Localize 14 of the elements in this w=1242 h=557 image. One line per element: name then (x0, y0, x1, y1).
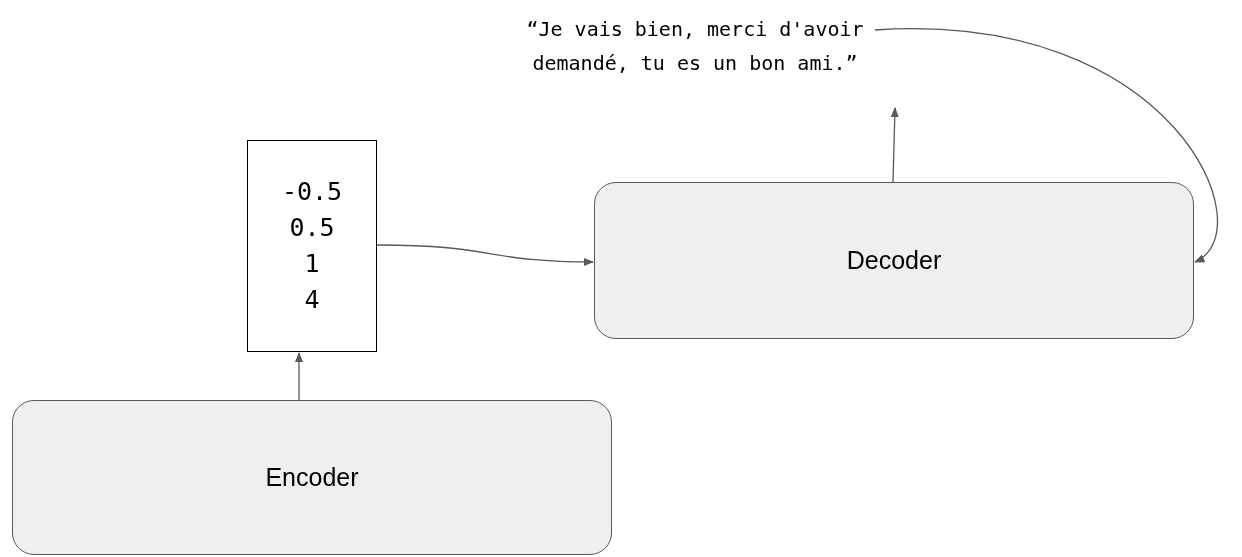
vector-box (247, 140, 377, 352)
arrow (890, 106, 899, 183)
process-box (12, 400, 612, 555)
arrow (294, 351, 304, 401)
vector-value: 0.5 (289, 212, 335, 244)
arrow (376, 244, 595, 267)
vector-value: 1 (304, 248, 320, 280)
vector-value: -0.5 (281, 176, 343, 208)
box-label: Decoder (846, 244, 942, 276)
arrow (874, 29, 1218, 263)
process-box (594, 182, 1194, 339)
vector-value: 4 (304, 284, 320, 316)
output-sentence: “Je vais bien, merci d'avoir demandé, tu es un bon ami.” (525, 16, 865, 77)
box-label: Encoder (265, 461, 359, 493)
